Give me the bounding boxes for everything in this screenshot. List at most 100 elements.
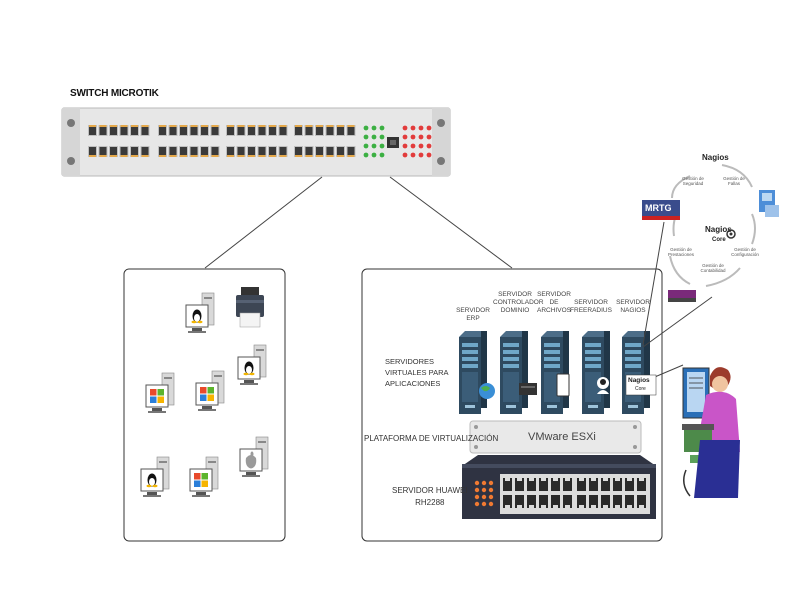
status-led-red (410, 125, 416, 131)
domain-controller-icon (519, 383, 537, 395)
ethernet-port-icon (247, 146, 256, 157)
huawei-led (481, 487, 487, 493)
ethernet-port-icon (189, 125, 199, 136)
status-led-green (379, 134, 385, 140)
status-led-green (363, 134, 369, 140)
ethernet-port-icon (140, 125, 150, 136)
ethernet-port-icon (109, 146, 118, 157)
status-led-red (426, 152, 432, 158)
ethernet-port-icon (130, 146, 139, 157)
linux-computer-icon (237, 344, 267, 385)
nagios-step-accounting: Gestión de Contabilidad (700, 263, 726, 273)
nagios-core-sub: Core (712, 237, 726, 243)
huawei-ethernet-port-icon (589, 495, 598, 508)
ethernet-port-icon (119, 125, 129, 136)
ethernet-port-icon (189, 146, 199, 157)
status-led-green (363, 152, 369, 158)
windows-computer-icon (145, 372, 175, 413)
globe-icon (479, 383, 495, 399)
huawei-led (488, 480, 494, 486)
vmware-bar (469, 420, 642, 454)
status-led-green (371, 143, 377, 149)
ethernet-port-icon (294, 125, 303, 136)
huawei-ethernet-port-icon (589, 478, 598, 491)
ethernet-port-icon (226, 125, 235, 136)
ethernet-port-icon (158, 146, 167, 157)
file-document-icon (556, 373, 570, 397)
huawei-led (474, 487, 480, 493)
huawei-led (474, 494, 480, 500)
link-cycle-to-nagios (642, 296, 713, 348)
huawei-ethernet-port-icon (539, 495, 548, 508)
radius-user-icon (597, 377, 609, 394)
ethernet-port-icon (278, 146, 288, 157)
status-led-green (363, 125, 369, 131)
ethernet-port-icon (210, 125, 220, 136)
nagios-core-title: Nagios (705, 225, 732, 234)
status-led-red (426, 125, 432, 131)
huawei-ethernet-port-icon (503, 478, 512, 491)
server-label-domain-controller: SERVIDOR CONTROLADOR DOMINIO (493, 291, 544, 314)
ethernet-port-icon (325, 125, 335, 136)
ethernet-port-icon (268, 125, 277, 136)
huawei-ethernet-port-icon (527, 478, 536, 491)
huawei-ethernet-port-icon (551, 478, 560, 491)
huawei-ethernet-port-icon (539, 478, 548, 491)
ethernet-port-icon (210, 146, 220, 157)
ethernet-port-icon (315, 146, 324, 157)
status-led-red (402, 134, 408, 140)
huawei-ports (500, 474, 650, 514)
ethernet-port-icon (325, 146, 335, 157)
huawei-ethernet-port-icon (637, 478, 646, 491)
cacti-icon (759, 190, 779, 217)
rack-server-icon (541, 331, 569, 414)
status-led-green (379, 152, 385, 158)
ethernet-port-icon (304, 146, 314, 157)
ethernet-port-icon (236, 125, 246, 136)
status-led-red (418, 143, 424, 149)
virtualization-platform-label: PLATAFORMA DE VIRTUALIZACIÓN (364, 434, 499, 443)
nagios-step-security: Gestión de Seguridad (682, 176, 704, 186)
nagios-step-faults: Gestión de Fallas (723, 176, 745, 186)
huawei-ethernet-port-icon (637, 495, 646, 508)
ethernet-port-icon (236, 146, 246, 157)
huawei-ethernet-port-icon (601, 495, 610, 508)
switch-screw-icon (437, 157, 445, 165)
huawei-server (462, 455, 656, 519)
gear-icon (726, 229, 736, 239)
huawei-led (474, 480, 480, 486)
ethernet-port-icon (346, 146, 356, 157)
server-label-files: SERVIDOR DE ARCHIVOS (537, 291, 571, 314)
status-led-red (402, 152, 408, 158)
mrtg-logo (642, 200, 680, 220)
status-led-green (371, 152, 377, 158)
ethernet-port-icon (278, 125, 288, 136)
ethernet-port-icon (336, 125, 345, 136)
ethernet-port-icon (109, 125, 118, 136)
rack-server-icon (622, 331, 650, 414)
huawei-ethernet-port-icon (577, 478, 586, 491)
switch-leds (363, 125, 432, 158)
status-led-green (371, 134, 377, 140)
operator-icon (682, 367, 740, 498)
huawei-ethernet-port-icon (625, 478, 634, 491)
nagios-step-performance: Gestión de Prestaciones (667, 247, 694, 257)
server-label-freeradius: SERVIDOR FREERADIUS (570, 299, 612, 314)
status-led-red (418, 134, 424, 140)
status-led-red (410, 143, 416, 149)
status-led-red (418, 152, 424, 158)
huawei-led (481, 501, 487, 507)
status-led-green (371, 125, 377, 131)
ethernet-port-icon (98, 146, 108, 157)
huawei-leds (474, 480, 494, 507)
ethernet-port-icon (336, 146, 345, 157)
status-led-red (402, 125, 408, 131)
server-label-erp: SERVIDOR ERP (456, 307, 490, 322)
switch-screw-icon (437, 119, 445, 127)
switch-title: SWITCH MICROTIK (70, 88, 159, 99)
huawei-ethernet-port-icon (503, 495, 512, 508)
linux-computer-icon (185, 292, 215, 333)
huawei-ethernet-port-icon (563, 495, 572, 508)
virtual-servers-label: SERVIDORES VIRTUALES PARA APLICACIONES (385, 357, 449, 388)
link-switch-to-servers (389, 176, 513, 269)
